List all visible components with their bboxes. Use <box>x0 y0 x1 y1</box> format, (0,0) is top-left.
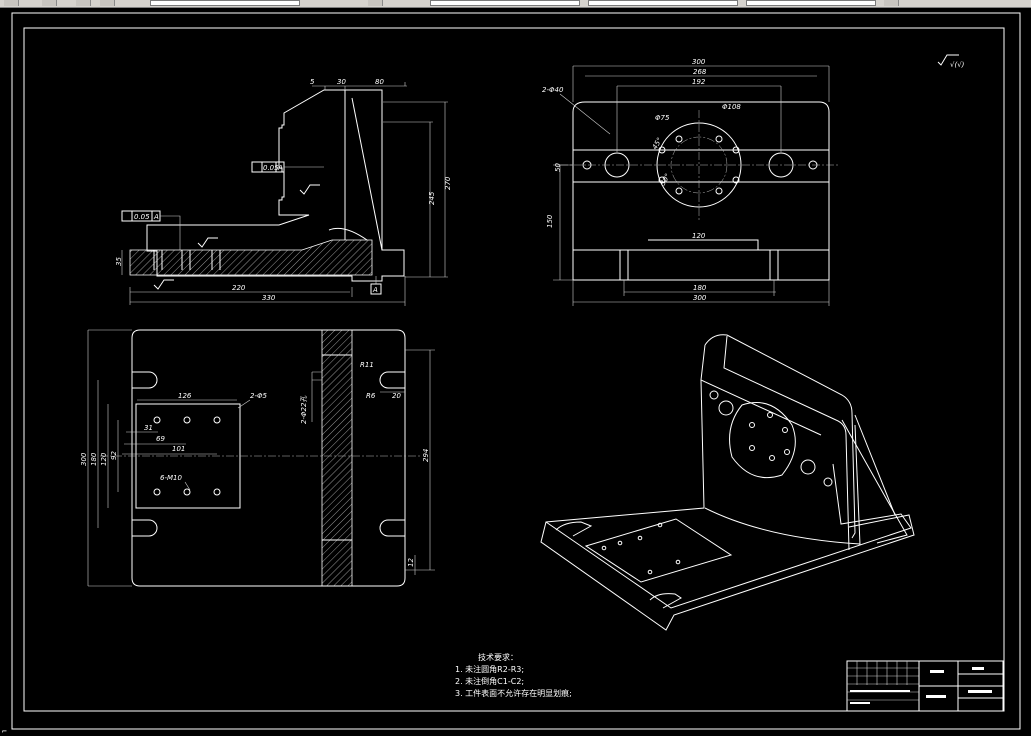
roughness-mark <box>299 184 320 195</box>
toolbar-button[interactable] <box>100 0 115 6</box>
roughness-mark <box>153 279 174 290</box>
svg-text:R11: R11 <box>360 361 374 369</box>
svg-text:√(√): √(√) <box>950 61 965 69</box>
svg-text:6-M10: 6-M10 <box>160 474 182 482</box>
svg-text:294: 294 <box>422 449 430 462</box>
surface-finish-symbol: √(√) <box>937 54 965 69</box>
flatness-tolerance-frame: 0.05 A <box>251 161 324 173</box>
svg-text:2. 未注倒角C1-C2;: 2. 未注倒角C1-C2; <box>455 676 524 686</box>
sheet-border <box>11 12 1021 730</box>
drawing-canvas[interactable]: √(√) 5 30 80 270 245 35 220 330 0.05 A <box>0 8 1031 736</box>
svg-text:30°: 30° <box>659 172 672 187</box>
svg-text:A: A <box>277 164 283 172</box>
linetype-dropdown[interactable] <box>430 0 580 6</box>
svg-text:192: 192 <box>692 78 706 86</box>
title-block <box>846 660 1004 712</box>
svg-text:330: 330 <box>262 294 276 302</box>
svg-text:2-Φ5: 2-Φ5 <box>250 392 267 400</box>
svg-text:5: 5 <box>310 78 315 86</box>
svg-text:69: 69 <box>156 435 165 443</box>
svg-text:45°: 45° <box>651 136 664 151</box>
lineweight-dropdown[interactable] <box>588 0 738 6</box>
svg-text:R6: R6 <box>366 392 376 400</box>
svg-text:126: 126 <box>178 392 192 400</box>
svg-text:120: 120 <box>692 232 706 240</box>
svg-text:300: 300 <box>80 452 88 466</box>
toolbar-button[interactable] <box>884 0 899 6</box>
top-view: 126 2-Φ5 31 69 101 6-M10 300 180 120 92 … <box>80 329 435 587</box>
svg-text:120: 120 <box>100 452 108 466</box>
svg-text:150: 150 <box>546 214 554 228</box>
svg-text:80: 80 <box>375 78 384 86</box>
isometric-view <box>540 334 915 631</box>
svg-text:180: 180 <box>90 452 98 466</box>
svg-text:220: 220 <box>232 284 246 292</box>
svg-text:50: 50 <box>554 163 562 172</box>
cad-drawing: √(√) 5 30 80 270 245 35 220 330 0.05 A <box>11 12 1021 730</box>
cad-toolbar <box>0 0 1031 8</box>
svg-text:92: 92 <box>110 451 118 460</box>
svg-text:0.05: 0.05 <box>134 213 150 221</box>
svg-text:101: 101 <box>172 445 185 453</box>
svg-text:31: 31 <box>144 424 153 432</box>
plotstyle-dropdown[interactable] <box>746 0 876 6</box>
svg-text:3. 工件表面不允许存在明显划痕;: 3. 工件表面不允许存在明显划痕; <box>455 688 572 698</box>
svg-text:20: 20 <box>392 392 401 400</box>
toolbar-button[interactable] <box>76 0 91 6</box>
toolbar-button[interactable] <box>42 0 57 6</box>
drawing-frame <box>23 27 1005 712</box>
svg-text:2-Φ22孔: 2-Φ22孔 <box>300 395 308 424</box>
roughness-mark <box>197 237 218 248</box>
svg-text:0.05: 0.05 <box>263 164 279 172</box>
toolbar-button[interactable] <box>4 0 19 6</box>
toolbar-button[interactable] <box>368 0 383 6</box>
svg-text:12: 12 <box>407 558 415 567</box>
svg-text:1. 未注圆角R2-R3;: 1. 未注圆角R2-R3; <box>455 664 524 674</box>
svg-text:A: A <box>153 213 159 221</box>
technical-requirements: 技术要求： 1. 未注圆角R2-R3; 2. 未注倒角C1-C2; 3. 工件表… <box>455 652 572 698</box>
svg-text:30: 30 <box>337 78 346 86</box>
svg-text:245: 245 <box>428 191 436 205</box>
front-view: 5 30 80 270 245 35 220 330 0.05 A 0.05 A <box>115 78 452 306</box>
svg-text:Φ108: Φ108 <box>722 103 741 111</box>
svg-text:268: 268 <box>693 68 707 76</box>
svg-text:270: 270 <box>444 176 452 190</box>
layer-dropdown[interactable] <box>150 0 300 6</box>
svg-text:180: 180 <box>693 284 707 292</box>
svg-text:35: 35 <box>115 257 123 266</box>
svg-text:2-Φ40: 2-Φ40 <box>542 86 564 94</box>
svg-text:技术要求：: 技术要求： <box>478 652 518 662</box>
ucs-icon: ⌐ <box>2 727 7 736</box>
svg-text:Φ75: Φ75 <box>655 114 670 122</box>
svg-text:300: 300 <box>692 58 706 66</box>
side-view: 300 268 192 2-Φ40 Φ75 Φ108 45° 30° 150 5… <box>542 58 840 306</box>
datum-a-marker: A <box>370 276 382 295</box>
parallelism-tolerance-frame: 0.05 A <box>121 210 181 250</box>
svg-text:A: A <box>372 286 378 294</box>
svg-text:300: 300 <box>693 294 707 302</box>
